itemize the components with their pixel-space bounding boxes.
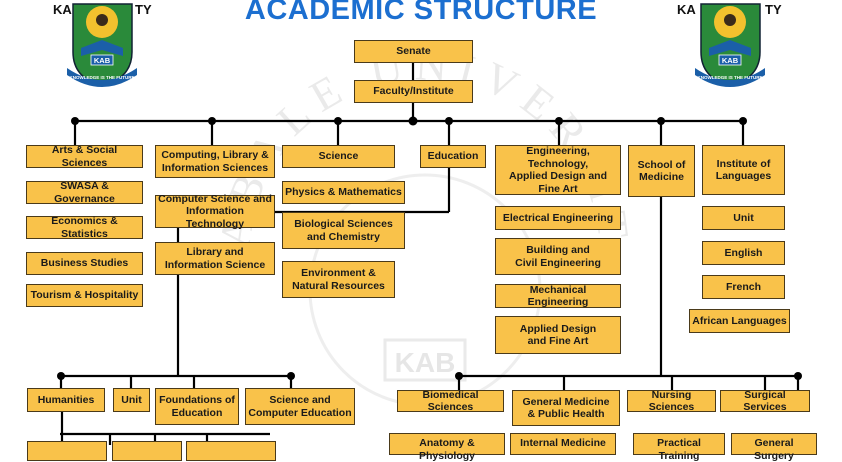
edu-unit-label: Foundations of Education xyxy=(159,394,235,419)
dept-label: Computer Science and Information Technol… xyxy=(158,192,272,230)
dept-label: Biological Sciences and Chemistry xyxy=(294,218,393,243)
dept-box: Business Studies xyxy=(26,252,143,275)
dept-box: Library and Information Science xyxy=(155,242,275,275)
medicine-sub-box: General Surgery xyxy=(731,433,817,462)
edu-unit-box: Unit xyxy=(113,388,150,412)
dept-label: Environment & Natural Resources xyxy=(292,267,385,292)
dept-label: Tourism & Hospitality xyxy=(30,289,139,302)
edu-sub-box xyxy=(27,441,107,461)
faculty-computing-label: Computing, Library & Information Science… xyxy=(161,149,269,174)
dept-box: Applied Design and Fine Art xyxy=(495,316,621,354)
dept-label: English xyxy=(724,246,763,259)
logo-motto: KNOWLEDGE IS THE FUTURE xyxy=(70,75,135,80)
faculty-computing-box: Computing, Library & Information Science… xyxy=(155,145,275,178)
logo-badge: KAB xyxy=(94,56,111,65)
medicine-unit-box: General Medicine & Public Health xyxy=(512,390,620,426)
faculty-arts-box: Arts & Social Sciences xyxy=(26,144,143,169)
logo-motto: KNOWLEDGE IS THE FUTURE xyxy=(698,75,763,80)
dept-label: African Languages xyxy=(692,314,787,327)
watermark-badge: KAB xyxy=(395,347,456,378)
medicine-unit-box: Nursing Sciences xyxy=(627,388,716,414)
faculty-medicine-label: School of Medicine xyxy=(637,158,686,184)
dept-label: Electrical Engineering xyxy=(502,211,614,224)
dept-label: SWASA & Governance xyxy=(54,180,115,205)
dept-box: Biological Sciences and Chemistry xyxy=(282,212,405,249)
medicine-unit-label: Nursing Sciences xyxy=(648,388,695,414)
faculty-medicine-box: School of Medicine xyxy=(628,145,695,197)
dept-label: Mechanical Engineering xyxy=(527,283,589,309)
edu-unit-box: Humanities xyxy=(27,388,105,412)
faculty-institute-label: Faculty/Institute xyxy=(373,85,454,98)
logo-arc-left: KA xyxy=(53,2,72,17)
medicine-unit-box: Surgical Services xyxy=(720,388,810,414)
medicine-sub-box: Practical Training xyxy=(633,433,725,462)
edu-unit-box: Foundations of Education xyxy=(155,388,239,425)
logo-arc-right: TY xyxy=(765,2,782,17)
faculty-engineering-box: Engineering, Technology, Applied Design … xyxy=(495,145,621,195)
dept-box: Physics & Mathematics xyxy=(282,181,405,204)
dept-label: French xyxy=(725,280,761,293)
dept-box: Environment & Natural Resources xyxy=(282,261,395,298)
senate-box: Senate xyxy=(354,40,473,63)
faculty-science-box: Science xyxy=(282,145,395,168)
dept-label: Economics & Statistics xyxy=(51,215,118,240)
dept-box: Economics & Statistics xyxy=(26,215,143,240)
faculty-institute-box: Faculty/Institute xyxy=(354,80,473,103)
faculty-science-label: Science xyxy=(318,150,359,163)
dept-box: Electrical Engineering xyxy=(495,206,621,230)
logo-arc-left: KA xyxy=(677,2,696,17)
logo-arc-right: TY xyxy=(135,2,152,17)
senate-label: Senate xyxy=(396,45,431,58)
faculty-languages-box: Institute of Languages xyxy=(702,145,785,195)
medicine-sub-box: Internal Medicine xyxy=(510,433,616,455)
faculty-education-label: Education xyxy=(427,150,479,163)
dept-label: Business Studies xyxy=(40,257,129,270)
dept-box: French xyxy=(702,275,785,299)
medicine-unit-label: Biomedical Sciences xyxy=(422,388,479,414)
dept-box: African Languages xyxy=(689,309,790,333)
medicine-sub-label: Internal Medicine xyxy=(520,437,606,449)
faculty-arts-label: Arts & Social Sciences xyxy=(51,144,118,169)
medicine-sub-label: General Surgery xyxy=(754,437,794,462)
right-university-logo: KA TY KAB KNOWLEDGE IS THE FUTURE xyxy=(677,2,782,87)
edu-unit-label: Science and Computer Education xyxy=(248,394,352,419)
edu-sub-box xyxy=(186,441,276,461)
medicine-unit-label: General Medicine & Public Health xyxy=(522,395,610,421)
dept-box: Building and Civil Engineering xyxy=(495,238,621,275)
edu-unit-label: Unit xyxy=(121,393,142,406)
edu-sub-box xyxy=(112,441,182,461)
dept-box: English xyxy=(702,241,785,265)
faculty-education-box: Education xyxy=(420,145,486,168)
dept-label: Library and Information Science xyxy=(164,246,266,271)
connector-lines xyxy=(57,63,802,445)
medicine-sub-label: Anatomy & Physiology xyxy=(418,437,475,462)
dept-label: Building and Civil Engineering xyxy=(515,244,601,269)
page-title: ACADEMIC STRUCTURE xyxy=(244,0,598,26)
dept-box: Unit xyxy=(702,206,785,230)
dept-label: Unit xyxy=(733,211,754,224)
edu-unit-label: Humanities xyxy=(37,393,95,406)
medicine-sub-label: Practical Training xyxy=(657,437,701,462)
medicine-sub-box: Anatomy & Physiology xyxy=(389,433,505,462)
faculty-engineering-label: Engineering, Technology, Applied Design … xyxy=(508,145,607,195)
medicine-unit-box: Biomedical Sciences xyxy=(397,388,504,414)
dept-label: Applied Design and Fine Art xyxy=(519,322,597,348)
dept-box: SWASA & Governance xyxy=(26,180,143,205)
logo-badge: KAB xyxy=(722,56,739,65)
edu-unit-box: Science and Computer Education xyxy=(245,388,355,425)
dept-box: Mechanical Engineering xyxy=(495,284,621,308)
dept-box: Tourism & Hospitality xyxy=(26,284,143,307)
medicine-unit-label: Surgical Services xyxy=(743,388,787,414)
dept-label: Physics & Mathematics xyxy=(285,186,402,199)
dept-box: Computer Science and Information Technol… xyxy=(155,192,275,230)
left-university-logo: KA TY KAB KNOWLEDGE IS THE FUTURE xyxy=(53,2,152,87)
faculty-languages-label: Institute of Languages xyxy=(715,157,772,183)
